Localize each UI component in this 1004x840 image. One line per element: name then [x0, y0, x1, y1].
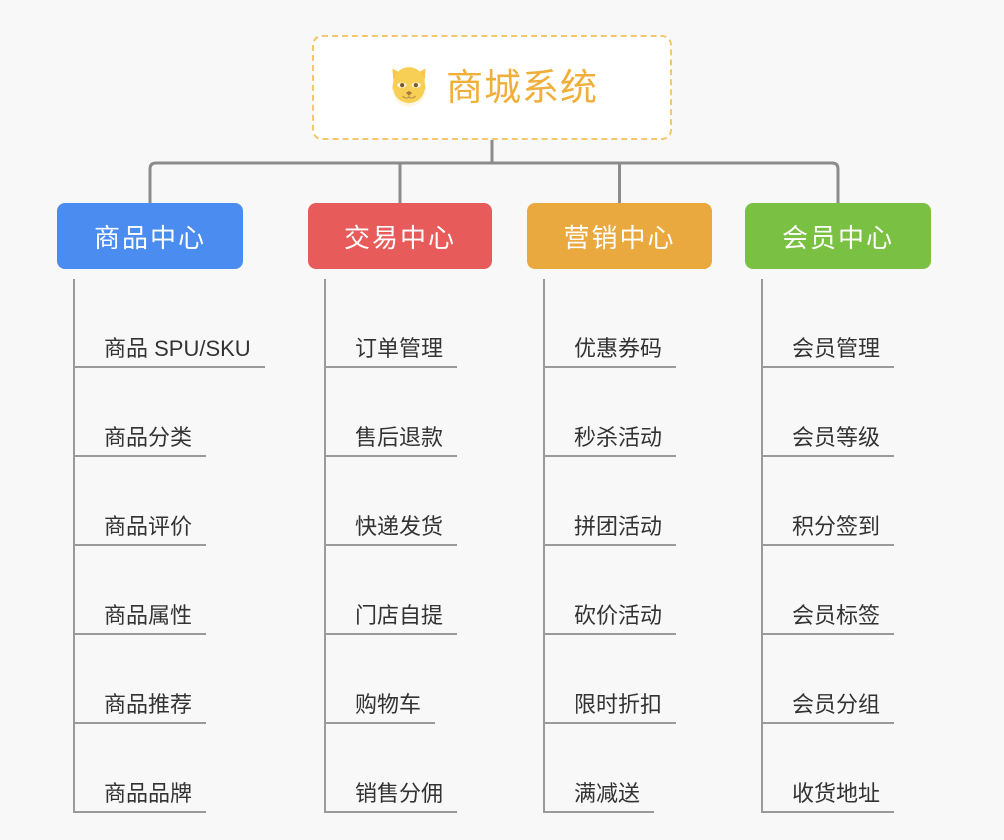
- leaf-item-label: 满减送: [574, 780, 641, 806]
- leaf-item-label: 优惠券码: [574, 335, 663, 361]
- leaf-item[interactable]: 门店自提: [324, 546, 492, 635]
- leaf-item-label: 售后退款: [355, 424, 444, 450]
- leaf-item[interactable]: 商品属性: [73, 546, 243, 635]
- leaf-item[interactable]: 会员等级: [761, 368, 931, 457]
- leaf-item-label: 砍价活动: [574, 602, 663, 628]
- leaf-item-label: 积分签到: [792, 513, 881, 539]
- leaf-item-rule: [73, 455, 206, 457]
- branch-header-label: 交易中心: [343, 222, 456, 253]
- leaf-item-label: 秒杀活动: [574, 424, 663, 450]
- connector-path: [148, 161, 157, 203]
- leaf-item-rule: [73, 633, 206, 635]
- leaf-item-rule: [761, 544, 894, 546]
- leaf-item[interactable]: 秒杀活动: [543, 368, 712, 457]
- root-title: 商城系统: [446, 67, 598, 108]
- leaf-item-label: 会员分组: [792, 691, 881, 717]
- branch-leaf-list: 会员管理会员等级积分签到会员标签会员分组收货地址: [745, 279, 931, 813]
- leaf-item-rule: [543, 722, 676, 724]
- leaf-item[interactable]: 满减送: [543, 724, 712, 813]
- branch-spine-line: [543, 279, 545, 813]
- leaf-item-rule: [324, 722, 435, 724]
- branch-column: 营销中心优惠券码秒杀活动拼团活动砍价活动限时折扣满减送: [527, 203, 712, 813]
- leaf-item-label: 快递发货: [355, 513, 444, 539]
- leaf-item-rule: [324, 811, 457, 813]
- leaf-item-rule: [543, 455, 676, 457]
- branch-header-label: 会员中心: [781, 222, 894, 253]
- branch-spine-line: [324, 279, 326, 813]
- branch-column: 会员中心会员管理会员等级积分签到会员标签会员分组收货地址: [745, 203, 931, 813]
- leaf-item-rule: [73, 366, 265, 368]
- branch-column: 商品中心商品 SPU/SKU 商品分类商品评价商品属性商品推荐商品品牌: [57, 203, 265, 813]
- leaf-item-label: 限时折扣: [574, 691, 663, 717]
- leaf-item-label: 销售分佣: [355, 780, 444, 806]
- leaf-item-label: 拼团活动: [574, 513, 663, 539]
- leaf-item[interactable]: 快递发货: [324, 457, 492, 546]
- dog-face-icon: [392, 66, 426, 107]
- leaf-item[interactable]: 砍价活动: [543, 546, 712, 635]
- leaf-item-rule: [324, 455, 457, 457]
- leaf-item-rule: [543, 633, 676, 635]
- leaf-item[interactable]: 购物车: [324, 635, 492, 724]
- branch-spine-line: [73, 279, 75, 813]
- leaf-item[interactable]: 销售分佣: [324, 724, 492, 813]
- leaf-item[interactable]: 售后退款: [324, 368, 492, 457]
- leaf-item[interactable]: 优惠券码: [543, 279, 712, 368]
- leaf-item[interactable]: 商品品牌: [73, 724, 243, 813]
- leaf-item-label: 收货地址: [792, 780, 881, 806]
- leaf-item-label: 商品推荐: [104, 691, 193, 717]
- leaf-item-rule: [761, 633, 894, 635]
- leaf-item-rule: [73, 544, 206, 546]
- leaf-item-rule: [543, 811, 654, 813]
- branch-spine-line: [761, 279, 763, 813]
- leaf-item-rule: [73, 811, 206, 813]
- leaf-item-label: 商品 SPU/SKU: [104, 335, 251, 361]
- leaf-item[interactable]: 商品分类: [73, 368, 243, 457]
- branch-column: 交易中心订单管理售后退款快递发货门店自提购物车销售分佣: [308, 203, 492, 813]
- leaf-item[interactable]: 商品 SPU/SKU: [73, 279, 265, 368]
- leaf-item[interactable]: 会员标签: [761, 546, 931, 635]
- leaf-item-rule: [324, 544, 457, 546]
- branch-header-label: 营销中心: [563, 222, 676, 253]
- leaf-item[interactable]: 商品推荐: [73, 635, 243, 724]
- leaf-item[interactable]: 收货地址: [761, 724, 931, 813]
- leaf-item-label: 会员等级: [792, 424, 881, 450]
- branch-leaf-list: 订单管理售后退款快递发货门店自提购物车销售分佣: [308, 279, 492, 813]
- branch-header-4[interactable]: 会员中心: [745, 203, 931, 269]
- leaf-item-label: 购物车: [355, 691, 422, 717]
- leaf-item[interactable]: 积分签到: [761, 457, 931, 546]
- leaf-item-rule: [761, 455, 894, 457]
- leaf-item-label: 门店自提: [355, 602, 444, 628]
- branch-leaf-list: 优惠券码秒杀活动拼团活动砍价活动限时折扣满减送: [527, 279, 712, 813]
- leaf-item-rule: [324, 633, 457, 635]
- leaf-item-label: 会员标签: [792, 602, 881, 628]
- leaf-item-label: 商品品牌: [104, 780, 193, 806]
- leaf-item-rule: [761, 811, 894, 813]
- branch-header-label: 商品中心: [93, 222, 206, 253]
- leaf-item[interactable]: 会员管理: [761, 279, 931, 368]
- root-node[interactable]: 商城系统: [312, 35, 672, 140]
- branch-header-1[interactable]: 商品中心: [57, 203, 243, 269]
- leaf-item[interactable]: 订单管理: [324, 279, 492, 368]
- leaf-item[interactable]: 商品评价: [73, 457, 243, 546]
- leaf-item-label: 商品评价: [104, 513, 193, 539]
- leaf-item-label: 会员管理: [792, 335, 881, 361]
- leaf-item[interactable]: 会员分组: [761, 635, 931, 724]
- leaf-item-label: 订单管理: [355, 335, 444, 361]
- leaf-item-rule: [761, 366, 894, 368]
- leaf-item-rule: [543, 366, 676, 368]
- connector-path: [831, 161, 840, 203]
- leaf-item[interactable]: 拼团活动: [543, 457, 712, 546]
- branch-header-2[interactable]: 交易中心: [308, 203, 492, 269]
- leaf-item-label: 商品属性: [104, 602, 193, 628]
- leaf-item-rule: [73, 722, 206, 724]
- branch-leaf-list: 商品 SPU/SKU 商品分类商品评价商品属性商品推荐商品品牌: [57, 279, 265, 813]
- leaf-item[interactable]: 限时折扣: [543, 635, 712, 724]
- leaf-item-rule: [543, 544, 676, 546]
- branch-header-3[interactable]: 营销中心: [527, 203, 712, 269]
- leaf-item-label: 商品分类: [104, 424, 193, 450]
- leaf-item-rule: [324, 366, 457, 368]
- leaf-item-rule: [761, 722, 894, 724]
